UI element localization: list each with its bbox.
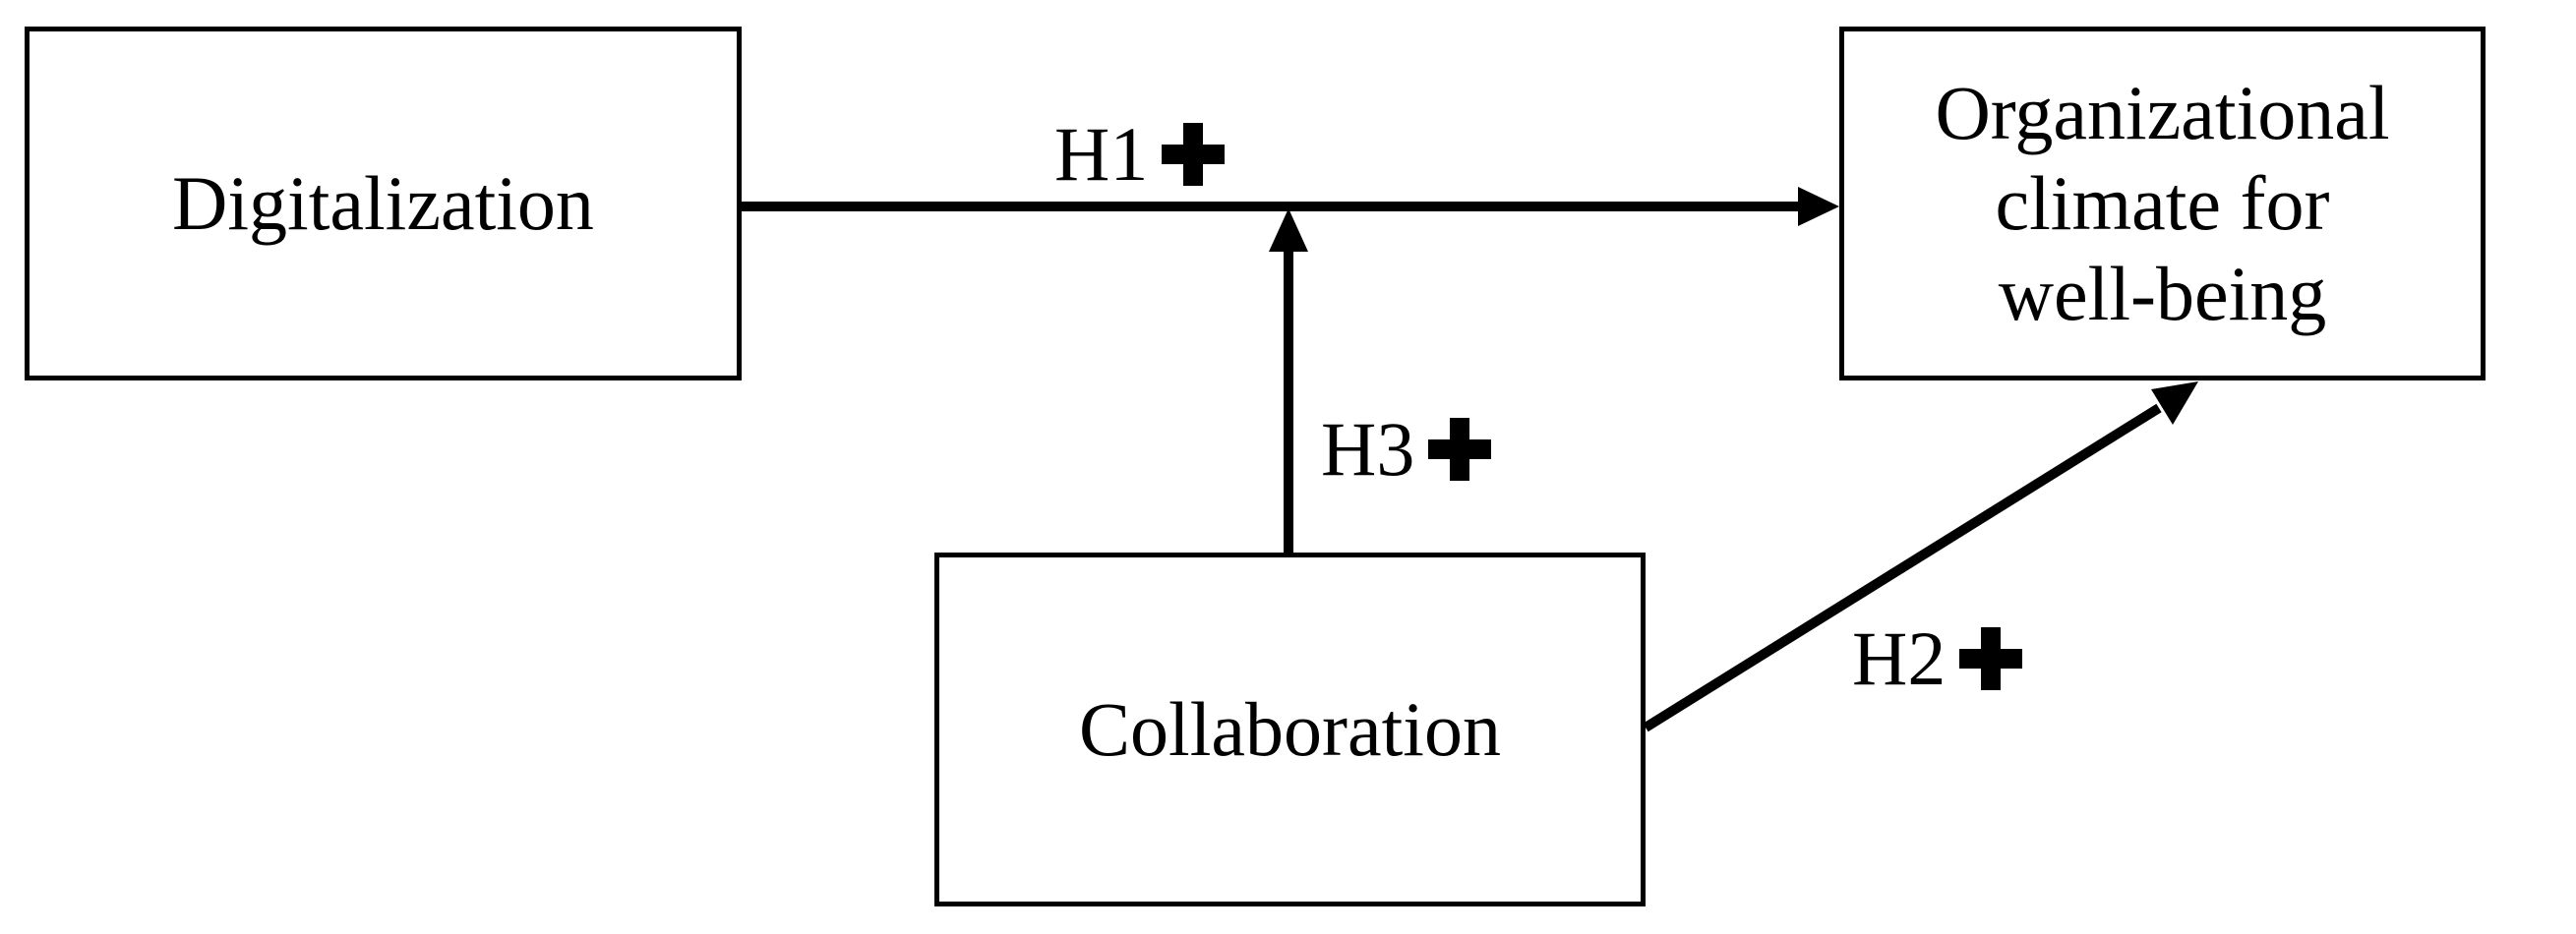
node-organizational-climate: Organizational climate for well-being [1839,27,2486,380]
hypothesis-h3: H3 [1321,405,1492,494]
node-digitalization-label: Digitalization [172,159,594,246]
node-collaboration: Collaboration [934,553,1646,906]
arrowhead-h2 [2151,381,2198,425]
hypothesis-h1: H1 [1054,110,1226,199]
arrowhead-h1 [1798,187,1839,226]
plus-icon [1428,418,1492,481]
plus-icon [1162,123,1226,186]
node-organizational-climate-label: Organizational climate for well-being [1935,69,2390,337]
arrowhead-h3 [1269,208,1308,252]
hypothesis-h2: H2 [1852,614,2023,703]
hypothesis-h2-label: H2 [1852,615,1947,701]
hypothesis-h1-label: H1 [1054,111,1149,197]
edge-h2-collaboration-to-climate [1643,403,2162,732]
plus-icon [1959,627,2023,690]
hypothesis-h3-label: H3 [1321,406,1415,492]
node-collaboration-label: Collaboration [1079,685,1501,772]
node-digitalization: Digitalization [25,27,742,380]
